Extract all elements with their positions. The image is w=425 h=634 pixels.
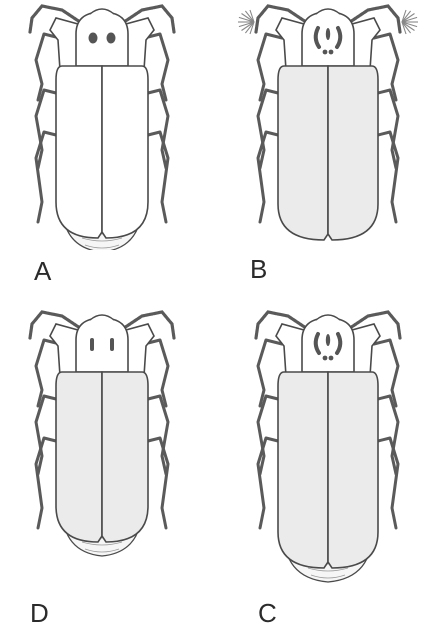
pronotum-right-lobe: [352, 324, 380, 376]
pronotum-right-lobe: [126, 18, 154, 70]
head: [316, 9, 340, 14]
panel-label-b: B: [250, 256, 267, 282]
beetle-panel-c: [232, 306, 422, 596]
right-eye-spot: [107, 33, 116, 44]
right-dot-mark: [329, 356, 334, 361]
pronotum: [76, 12, 128, 66]
beetle-panel-d: [10, 306, 200, 566]
beetle-d-drawing: [10, 306, 200, 566]
panel-label-a: A: [34, 258, 51, 284]
beetle-a-drawing: [10, 0, 200, 250]
panel-label-d: D: [30, 600, 49, 626]
left-eye-bar: [90, 338, 94, 351]
panel-label-c: C: [258, 600, 277, 626]
pronotum-left-lobe: [276, 324, 304, 376]
right-elytron: [328, 372, 378, 568]
left-elytron: [278, 66, 328, 240]
left-elytron: [56, 66, 102, 238]
head: [316, 315, 340, 320]
pronotum-left-lobe: [50, 18, 78, 70]
right-elytron: [102, 372, 148, 542]
left-eye-spot: [89, 33, 98, 44]
pronotum-left-lobe: [50, 324, 78, 376]
beetle-panel-a: [10, 0, 200, 250]
left-dot-mark: [323, 356, 328, 361]
beetle-c-drawing: [232, 306, 422, 596]
left-dot-mark: [323, 50, 328, 55]
center-pronotum-mark: [326, 334, 330, 346]
right-dot-mark: [329, 50, 334, 55]
left-elytron: [278, 372, 328, 568]
pronotum: [76, 318, 128, 372]
pronotum-right-lobe: [126, 324, 154, 376]
right-elytron: [328, 66, 378, 240]
right-eye-bar: [110, 338, 114, 351]
beetle-panel-b: [232, 0, 422, 250]
pronotum-left-lobe: [276, 18, 304, 70]
head: [90, 315, 114, 320]
right-elytron: [102, 66, 148, 238]
head: [90, 9, 114, 14]
beetle-b-drawing: [232, 0, 422, 250]
center-pronotum-mark: [326, 28, 330, 40]
left-elytron: [56, 372, 102, 542]
pronotum-right-lobe: [352, 18, 380, 70]
